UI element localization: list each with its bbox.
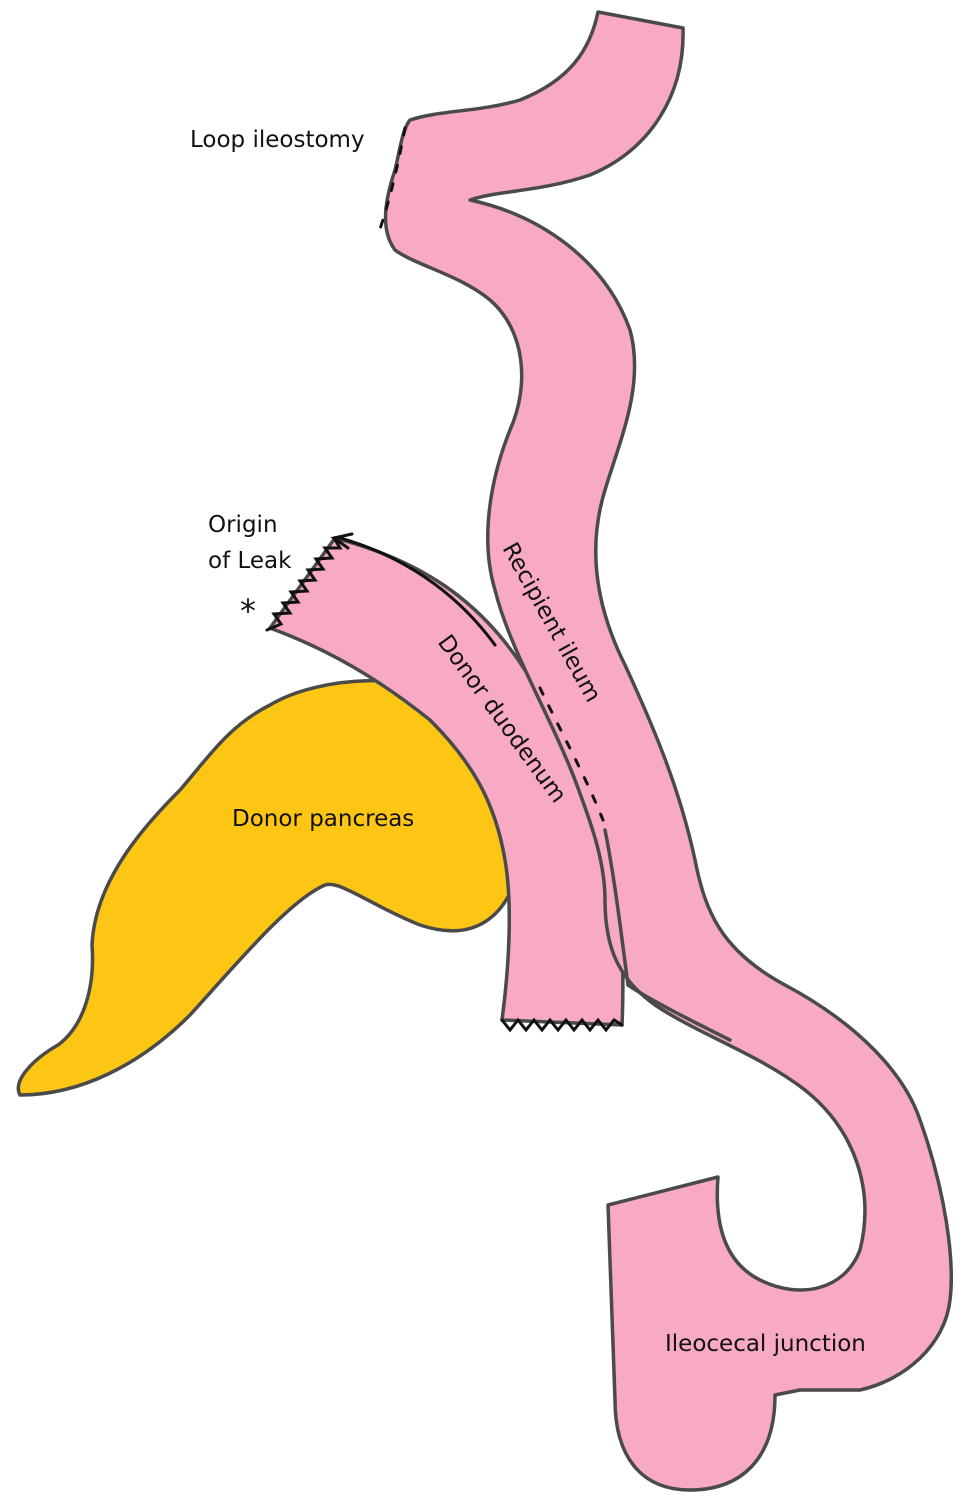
label-of-leak: of Leak	[208, 548, 292, 574]
label-origin: Origin	[208, 512, 278, 538]
label-loop-ileostomy: Loop ileostomy	[190, 127, 365, 153]
label-ileocecal-junction: Ileocecal junction	[665, 1331, 866, 1357]
donor-pancreas-shape	[18, 681, 523, 1095]
asterisk-marker: *	[240, 592, 256, 630]
label-donor-pancreas: Donor pancreas	[232, 806, 414, 832]
